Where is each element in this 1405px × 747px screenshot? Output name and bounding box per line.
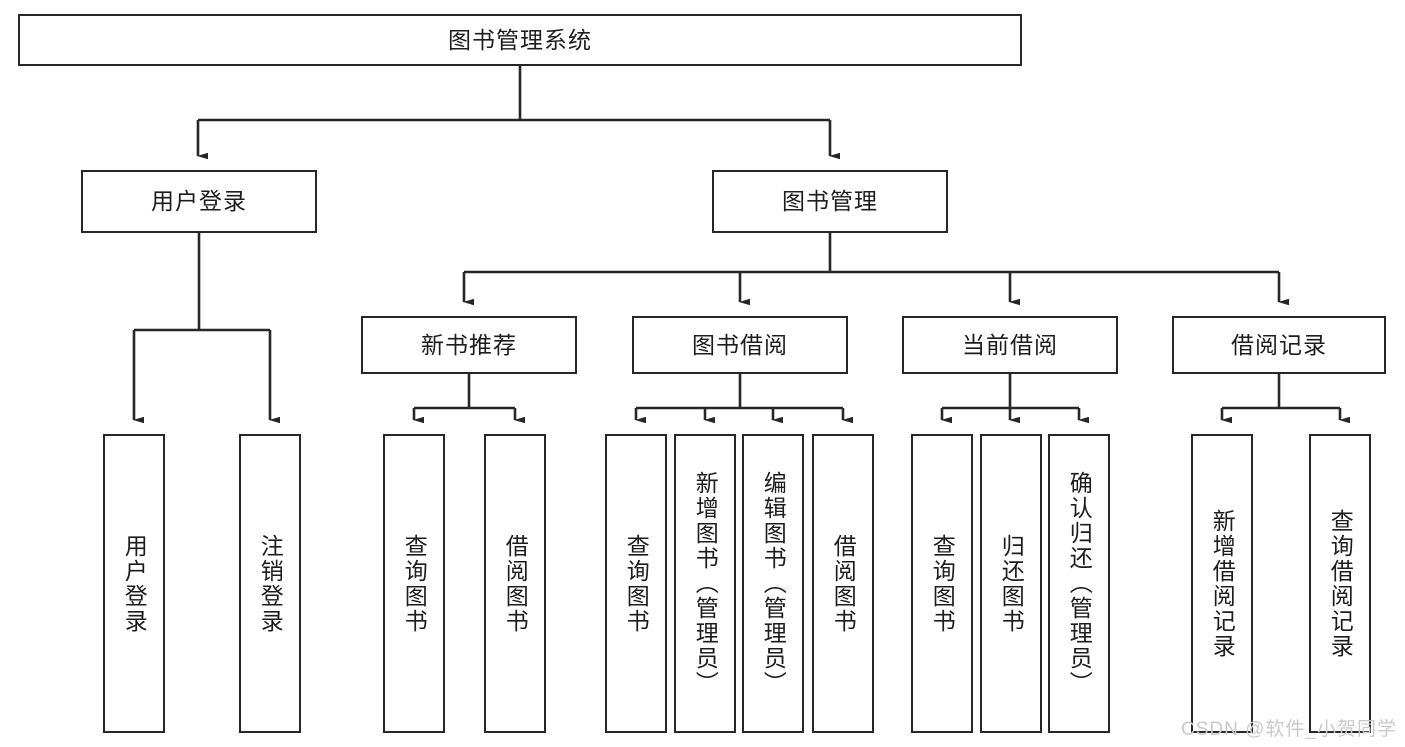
leaf-newbook-query-book[interactable]: 查询图书 [383, 434, 445, 733]
leaf-record-query-label: 查询借阅记录 [1327, 508, 1354, 659]
node-root-label: 图书管理系统 [448, 26, 592, 53]
leaf-borrow-borrow-book-label: 借阅图书 [830, 533, 857, 634]
node-book-management[interactable]: 图书管理 [712, 170, 948, 233]
leaf-borrow-add-book-label: 新增图书（管理员） [692, 471, 719, 696]
leaf-borrow-query-book[interactable]: 查询图书 [605, 434, 667, 733]
leaf-current-return-book-label: 归还图书 [998, 533, 1025, 634]
watermark: CSDN @软件_小贺同学 [1181, 719, 1397, 740]
leaf-record-add[interactable]: 新增借阅记录 [1191, 434, 1253, 733]
leaf-user-login[interactable]: 用户登录 [103, 434, 165, 733]
leaf-borrow-edit-book-label: 编辑图书（管理员） [760, 471, 787, 696]
node-user-login-label: 用户登录 [151, 188, 247, 214]
leaf-borrow-add-book[interactable]: 新增图书（管理员） [674, 434, 736, 733]
leaf-current-query-book[interactable]: 查询图书 [911, 434, 973, 733]
leaf-newbook-borrow-book-label: 借阅图书 [502, 533, 529, 634]
node-book-borrow[interactable]: 图书借阅 [632, 316, 848, 374]
leaf-record-query[interactable]: 查询借阅记录 [1309, 434, 1371, 733]
leaf-current-confirm-return[interactable]: 确认归还（管理员） [1048, 434, 1110, 733]
leaf-user-login-label: 用户登录 [121, 533, 148, 634]
leaf-user-logout-label: 注销登录 [257, 533, 284, 634]
node-root[interactable]: 图书管理系统 [18, 14, 1022, 66]
leaf-record-add-label: 新增借阅记录 [1209, 508, 1236, 659]
leaf-user-logout[interactable]: 注销登录 [239, 434, 301, 733]
node-user-login[interactable]: 用户登录 [81, 170, 317, 233]
leaf-borrow-borrow-book[interactable]: 借阅图书 [812, 434, 874, 733]
node-book-management-label: 图书管理 [782, 188, 878, 214]
node-book-borrow-label: 图书借阅 [692, 331, 788, 358]
leaf-newbook-query-book-label: 查询图书 [401, 533, 428, 634]
node-borrow-record-label: 借阅记录 [1231, 331, 1327, 358]
node-new-book-recommend[interactable]: 新书推荐 [361, 316, 577, 374]
leaf-borrow-query-book-label: 查询图书 [623, 533, 650, 634]
node-current-borrow-label: 当前借阅 [962, 331, 1058, 358]
leaf-current-confirm-return-label: 确认归还（管理员） [1066, 471, 1093, 696]
leaf-current-query-book-label: 查询图书 [929, 533, 956, 634]
node-new-book-recommend-label: 新书推荐 [421, 331, 517, 358]
leaf-current-return-book[interactable]: 归还图书 [980, 434, 1042, 733]
leaf-newbook-borrow-book[interactable]: 借阅图书 [484, 434, 546, 733]
node-current-borrow[interactable]: 当前借阅 [902, 316, 1118, 374]
leaf-borrow-edit-book[interactable]: 编辑图书（管理员） [742, 434, 804, 733]
node-borrow-record[interactable]: 借阅记录 [1172, 316, 1386, 374]
